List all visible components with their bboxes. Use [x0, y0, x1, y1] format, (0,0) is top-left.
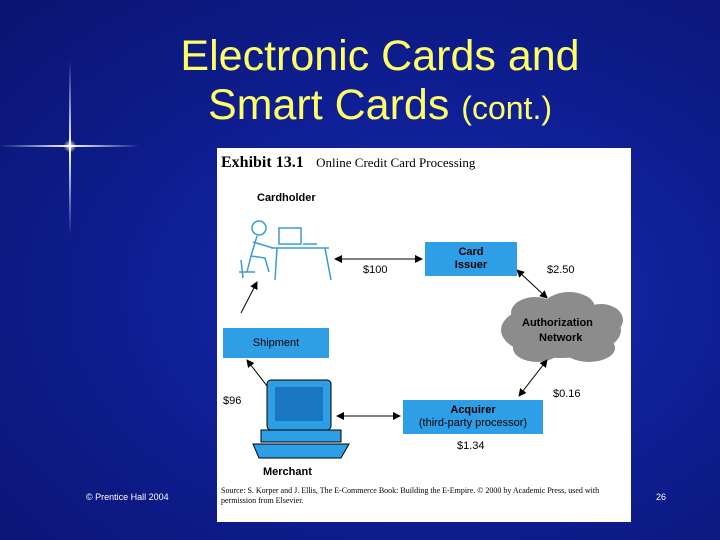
amount-issuer-network: $2.50 — [547, 264, 575, 276]
authorization-line2: Network — [539, 332, 583, 344]
source-citation: Source: S. Korper and J. Ellis, The E-Co… — [221, 486, 600, 505]
page-number: 26 — [656, 492, 667, 502]
title-suffix: (cont.) — [461, 90, 552, 127]
acquirer-box: Acquirer (third-party processor) — [403, 400, 543, 434]
footer-copyright: © Prentice Hall 2004 — [86, 492, 169, 502]
title-line-1: Electronic Cards and — [180, 32, 580, 80]
merchant-computer-illustration — [252, 379, 350, 459]
arrow-issuer-network — [516, 269, 548, 299]
amount-merchant: $96 — [223, 395, 242, 407]
slide-title: Electronic Cards and Smart Cards (cont.) — [130, 32, 630, 131]
arrow-shipment-cardholder — [240, 281, 258, 314]
cloud-shape — [501, 292, 623, 362]
flow-diagram — [239, 220, 623, 459]
exhibit-title: Online Credit Card Processing — [316, 155, 476, 170]
authorization-line1: Authorization — [522, 317, 593, 329]
card-issuer-line1: Card — [458, 246, 484, 259]
shipment-box: Shipment — [223, 328, 329, 358]
title-main: Smart Cards — [208, 81, 450, 130]
acquirer-line1: Acquirer — [450, 404, 496, 417]
amount-cardholder-issuer: $100 — [363, 264, 388, 276]
arrow-network-acquirer — [518, 359, 548, 397]
card-issuer-line2: Issuer — [454, 259, 488, 271]
exhibit-header: Exhibit 13.1 Online Credit Card Processi… — [221, 154, 475, 172]
title-line-2: Smart Cards (cont.) — [130, 81, 630, 130]
cardholder-label: Cardholder — [257, 192, 316, 204]
exhibit-number: Exhibit 13.1 — [221, 154, 304, 171]
shipment-label: Shipment — [252, 336, 300, 349]
exhibit-figure: Exhibit 13.1 Online Credit Card Processi… — [217, 148, 631, 522]
cardholder-illustration — [239, 220, 332, 281]
arrow-merchant-shipment — [246, 359, 268, 387]
acquirer-line2: (third-party processor) — [418, 417, 528, 429]
card-issuer-box: Card Issuer — [425, 242, 517, 276]
amount-acquirer-fee: $1.34 — [457, 440, 485, 452]
amount-network-acquirer: $0.16 — [553, 388, 581, 400]
sparkle-center — [63, 140, 77, 152]
merchant-label: Merchant — [263, 466, 312, 478]
